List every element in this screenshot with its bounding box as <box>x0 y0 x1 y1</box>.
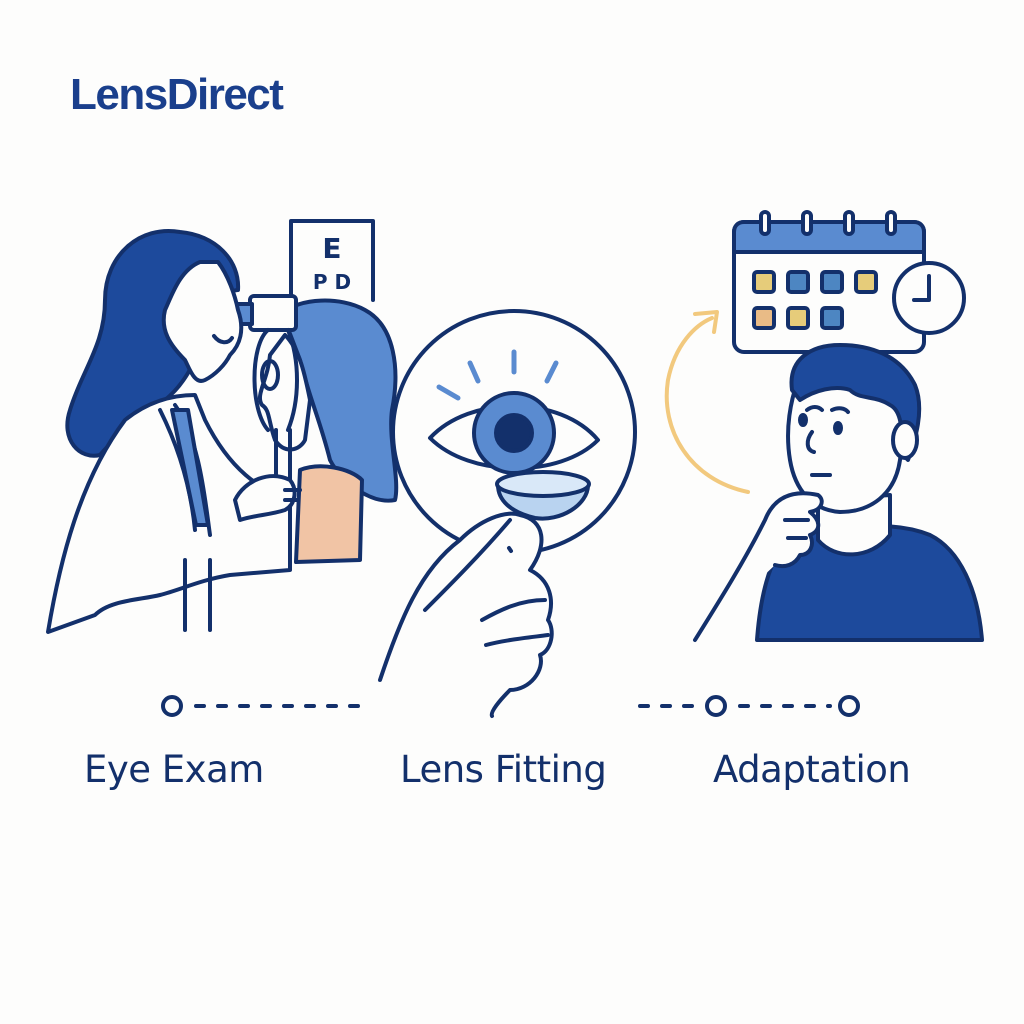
contact-lens-illustration <box>378 309 637 718</box>
clock-icon <box>892 261 966 335</box>
timeline-node-adaptation <box>838 695 860 717</box>
svg-text:P D: P D <box>313 270 351 294</box>
timeline-node-lens-fitting <box>705 695 727 717</box>
timeline-node-eye-exam <box>161 695 183 717</box>
calendar-icon <box>732 210 926 354</box>
svg-text:E: E <box>322 232 341 265</box>
timeline <box>161 695 860 717</box>
eye-chart-icon: E P D <box>289 219 375 302</box>
step-label-lens-fitting: Lens Fitting <box>400 748 607 791</box>
adaptation-illustration <box>664 210 984 642</box>
eye-exam-illustration: E P D <box>46 219 399 634</box>
step-label-adaptation: Adaptation <box>713 748 911 791</box>
step-label-eye-exam: Eye Exam <box>84 748 264 791</box>
brand-logo: LensDirect <box>70 70 284 119</box>
